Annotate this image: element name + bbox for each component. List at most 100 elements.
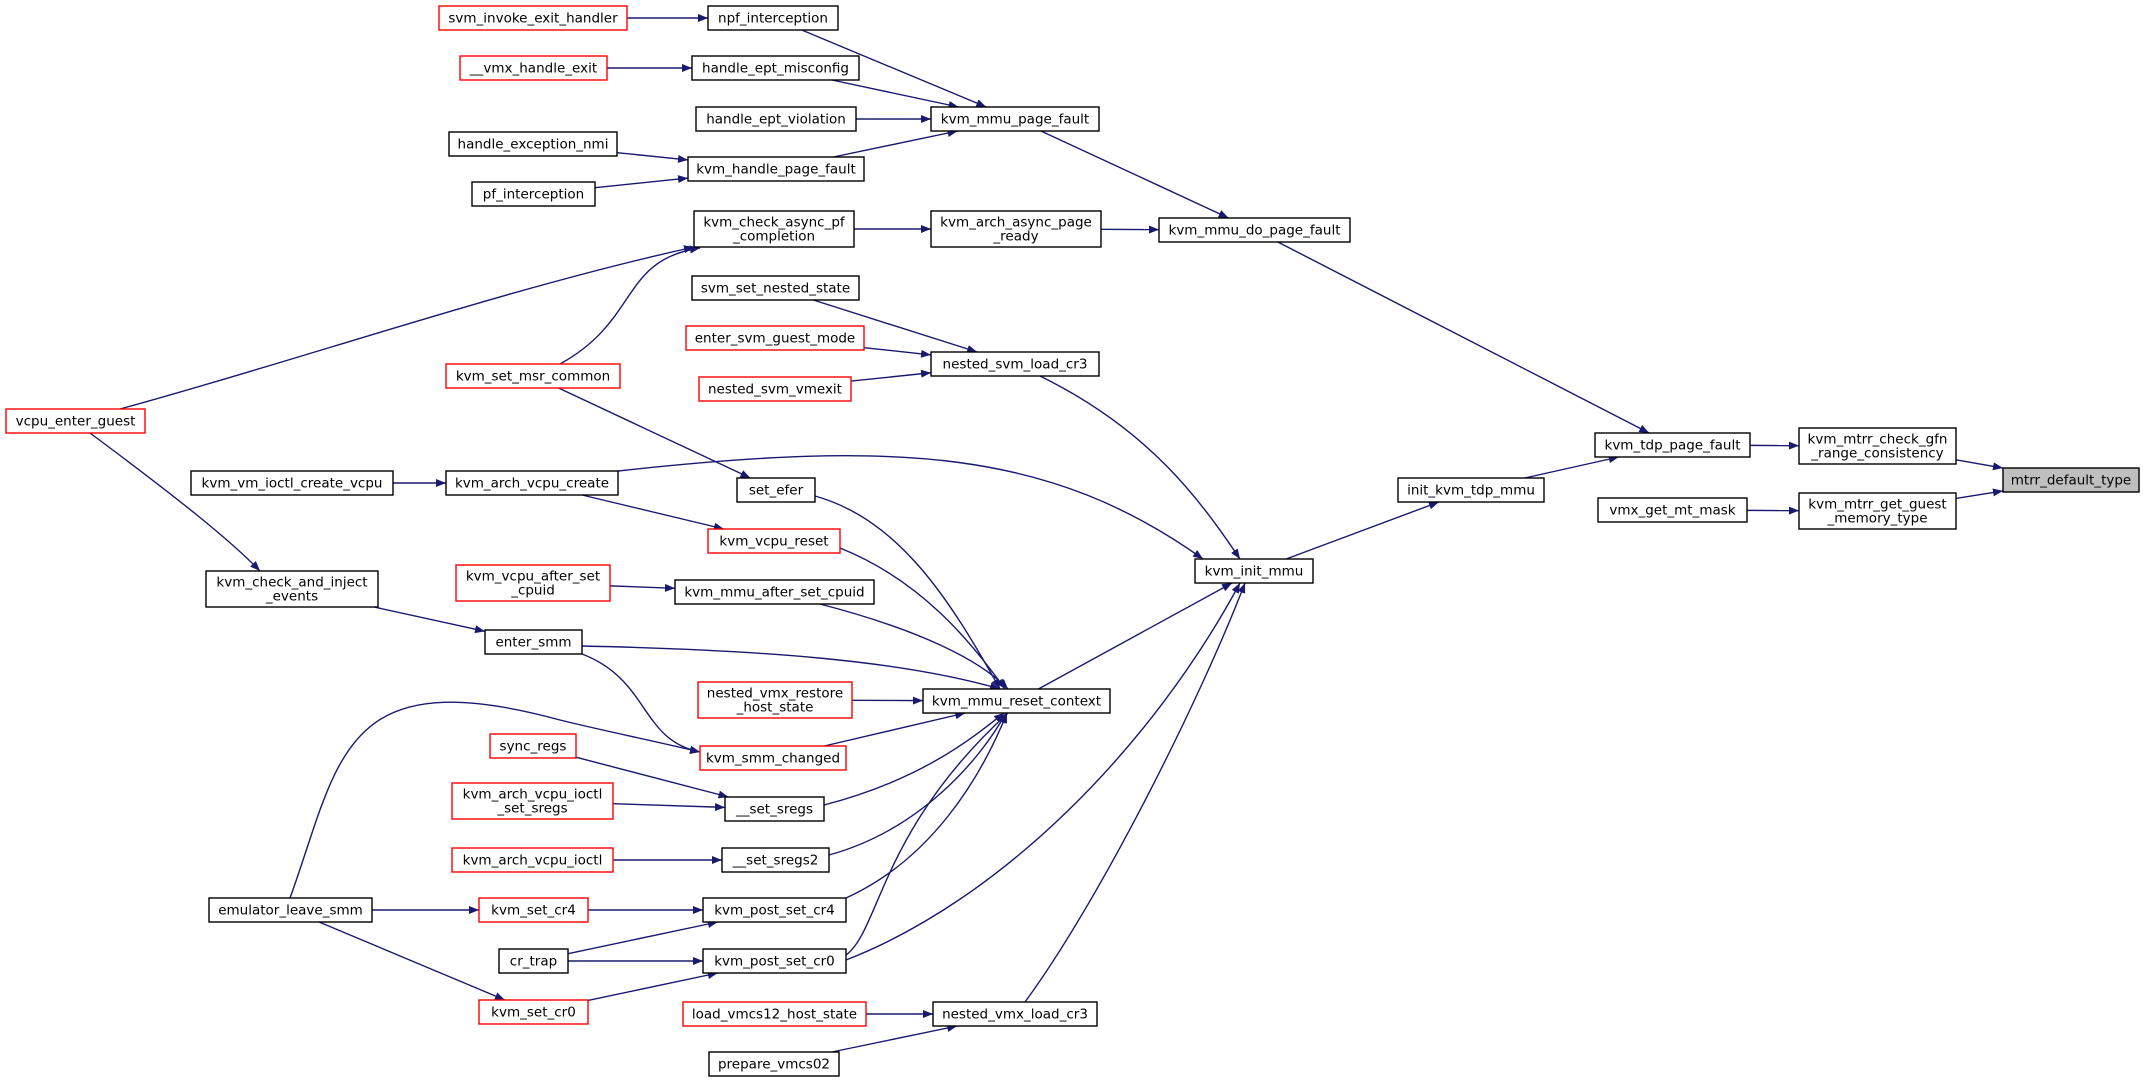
node-label: nested_svm_load_cr3 [943, 357, 1088, 373]
node-label: set_efer [749, 483, 804, 499]
edge-nested_svm_load_cr3-to-kvm_init_mmu [1039, 375, 1241, 560]
node-nested-svm-vmexit[interactable]: nested_svm_vmexit [698, 376, 852, 402]
node-kvm-arch-vcpu-ioctl[interactable]: kvm_arch_vcpu_ioctl [451, 847, 614, 873]
node-emulator-leave-smm[interactable]: emulator_leave_smm [208, 897, 373, 923]
node-kvm-vcpu-after-set-cpuid[interactable]: kvm_vcpu_after_set_cpuid [455, 564, 611, 602]
edge-kvm_arch_vcpu_create-to-kvm_vcpu_reset [581, 494, 725, 531]
node-kvm-post-set-cr0[interactable]: kvm_post_set_cr0 [702, 948, 847, 974]
node-label: kvm_post_set_cr4 [714, 903, 835, 919]
node-kvm-set-cr4[interactable]: kvm_set_cr4 [478, 897, 589, 923]
node-kvm-mmu-page-fault[interactable]: kvm_mmu_page_fault [930, 106, 1100, 132]
nodes-layer: mtrr_default_type kvm_mtrr_check_gfn_rang… [5, 5, 2140, 1077]
node-label: kvm_arch_vcpu_ioctl [463, 787, 603, 803]
node-kvm-mmu-reset-context[interactable]: kvm_mmu_reset_context [922, 688, 1111, 714]
node-kvm-check-async-pf-completion[interactable]: kvm_check_async_pf_completion [693, 210, 855, 248]
node-kvm-arch-async-page-ready[interactable]: kvm_arch_async_page_ready [930, 210, 1102, 248]
edge-nested_vmx_load_cr3-to-kvm_init_mmu [1024, 582, 1246, 1003]
node-prepare-vmcs02[interactable]: prepare_vmcs02 [708, 1051, 840, 1077]
edge-handle_exception_nmi-to-kvm_handle_page_fault [616, 151, 689, 163]
node-vmx-get-mt-mask[interactable]: vmx_get_mt_mask [1597, 497, 1748, 523]
node-kvm-set-msr-common[interactable]: kvm_set_msr_common [445, 363, 621, 389]
edge-enter_svm_guest_mode-to-nested_svm_load_cr3 [863, 346, 932, 358]
node-kvm-mtrr-get-guest-memory-type[interactable]: kvm_mtrr_get_guest_memory_type [1798, 492, 1957, 530]
node-label: kvm_smm_changed [706, 751, 840, 767]
node-kvm-vm-ioctl-create-vcpu[interactable]: kvm_vm_ioctl_create_vcpu [190, 470, 394, 496]
node-nested-vmx-load-cr3[interactable]: nested_vmx_load_cr3 [932, 1001, 1098, 1027]
node-svm-set-nested-state[interactable]: svm_set_nested_state [691, 275, 860, 301]
node-box [451, 847, 614, 873]
node-load-vmcs12-host-state[interactable]: load_vmcs12_host_state [682, 1001, 867, 1027]
edges-layer [89, 14, 2004, 1053]
node-svm-invoke-exit-handler[interactable]: svm_invoke_exit_handler [438, 5, 628, 31]
node-enter-smm[interactable]: enter_smm [484, 629, 583, 655]
node-kvm-mmu-after-set-cpuid[interactable]: kvm_mmu_after_set_cpuid [674, 579, 875, 605]
node-box [205, 570, 379, 608]
node---vmx-handle-exit[interactable]: __vmx_handle_exit [459, 55, 608, 81]
node-kvm-set-cr0[interactable]: kvm_set_cr0 [478, 999, 589, 1025]
node-label: cr_trap [510, 954, 557, 970]
node-label: prepare_vmcs02 [718, 1057, 830, 1073]
node-label: kvm_init_mmu [1205, 564, 1304, 580]
node-sync-regs[interactable]: sync_regs [489, 733, 577, 759]
node-label: vmx_get_mt_mask [1609, 503, 1735, 519]
node-box [721, 847, 830, 873]
node-kvm-vcpu-reset[interactable]: kvm_vcpu_reset [707, 528, 841, 554]
node-kvm-check-and-inject-events[interactable]: kvm_check_and_inject_events [205, 570, 379, 608]
node-enter-svm-guest-mode[interactable]: enter_svm_guest_mode [685, 325, 865, 351]
node-kvm-smm-changed[interactable]: kvm_smm_changed [699, 745, 847, 771]
edge-nested_svm_vmexit-to-nested_svm_load_cr3 [850, 369, 932, 382]
node-box [930, 106, 1100, 132]
node-box [1194, 558, 1314, 584]
node-label: svm_set_nested_state [701, 281, 850, 297]
node-set-efer[interactable]: set_efer [736, 477, 816, 503]
node-kvm-arch-vcpu-ioctl-set-sregs[interactable]: kvm_arch_vcpu_ioctl_set_sregs [451, 782, 614, 820]
node-handle-ept-misconfig[interactable]: handle_ept_misconfig [691, 55, 860, 81]
node-kvm-tdp-page-fault[interactable]: kvm_tdp_page_fault [1594, 432, 1751, 458]
node-label: kvm_arch_vcpu_create [455, 476, 609, 492]
node-label: kvm_mmu_reset_context [932, 694, 1101, 710]
node-label: kvm_vcpu_after_set [466, 569, 600, 585]
node-nested-svm-load-cr3[interactable]: nested_svm_load_cr3 [930, 351, 1100, 377]
node-kvm-init-mmu[interactable]: kvm_init_mmu [1194, 558, 1314, 584]
edge-kvm_mmu_after_set_cpuid-to-kvm_mmu_reset_context [819, 603, 1009, 690]
node-npf-interception[interactable]: npf_interception [707, 5, 839, 31]
node-cr-trap[interactable]: cr_trap [498, 948, 569, 974]
node-handle-ept-violation[interactable]: handle_ept_violation [695, 106, 857, 132]
edge-kvm_mtrr_get_guest_memory_type-to-mtrr_default_type [1955, 488, 2004, 500]
node-label: kvm_vcpu_reset [719, 534, 828, 550]
node-init-kvm-tdp-mmu[interactable]: init_kvm_tdp_mmu [1397, 477, 1545, 503]
node-kvm-arch-vcpu-create[interactable]: kvm_arch_vcpu_create [445, 470, 619, 496]
node-label: handle_ept_misconfig [702, 61, 849, 77]
edge-kvm_arch_vcpu_create-to-kvm_init_mmu [617, 455, 1204, 560]
edge-kvm_mtrr_check_gfn_range_consistency-to-mtrr_default_type [1955, 459, 2004, 471]
node-box [471, 181, 596, 207]
node-pf-interception[interactable]: pf_interception [471, 181, 596, 207]
node-label: pf_interception [483, 187, 584, 203]
node-kvm-handle-page-fault[interactable]: kvm_handle_page_fault [687, 156, 865, 182]
node---set-sregs2[interactable]: __set_sregs2 [721, 847, 830, 873]
node-kvm-post-set-cr4[interactable]: kvm_post_set_cr4 [702, 897, 847, 923]
node-label: kvm_arch_async_page [940, 215, 1092, 231]
node-label: mtrr_default_type [2011, 473, 2131, 489]
node-kvm-mmu-do-page-fault[interactable]: kvm_mmu_do_page_fault [1158, 217, 1351, 243]
edge-kvm_set_cr0-to-kvm_post_set_cr0 [587, 971, 718, 1002]
node-label: _ready [992, 229, 1038, 245]
edge-kvm_vcpu_after_set_cpuid-to-kvm_mmu_after_set_cpuid [609, 583, 676, 592]
edge-set_efer-to-kvm_mmu_reset_context [814, 495, 1001, 690]
node---set-sregs[interactable]: __set_sregs [724, 796, 825, 822]
node-label: kvm_check_async_pf [703, 215, 846, 231]
node-label: nested_vmx_load_cr3 [942, 1007, 1088, 1023]
node-vcpu-enter-guest[interactable]: vcpu_enter_guest [5, 408, 146, 434]
node-box [708, 1051, 840, 1077]
node-box [698, 376, 852, 402]
node-kvm-mtrr-check-gfn-range-consistency[interactable]: kvm_mtrr_check_gfn_range_consistency [1798, 427, 1957, 465]
node-box [489, 733, 577, 759]
node-nested-vmx-restore-host-state[interactable]: nested_vmx_restore_host_state [697, 681, 853, 719]
node-handle-exception-nmi[interactable]: handle_exception_nmi [448, 131, 618, 157]
node-label: kvm_check_and_inject [216, 575, 367, 591]
edge-sync_regs-to-__set_sregs [575, 756, 729, 799]
edge-vcpu_enter_guest-to-kvm_check_and_inject_events [89, 432, 261, 572]
node-box [445, 363, 621, 389]
node-box [1798, 427, 1957, 465]
node-box [478, 897, 589, 923]
